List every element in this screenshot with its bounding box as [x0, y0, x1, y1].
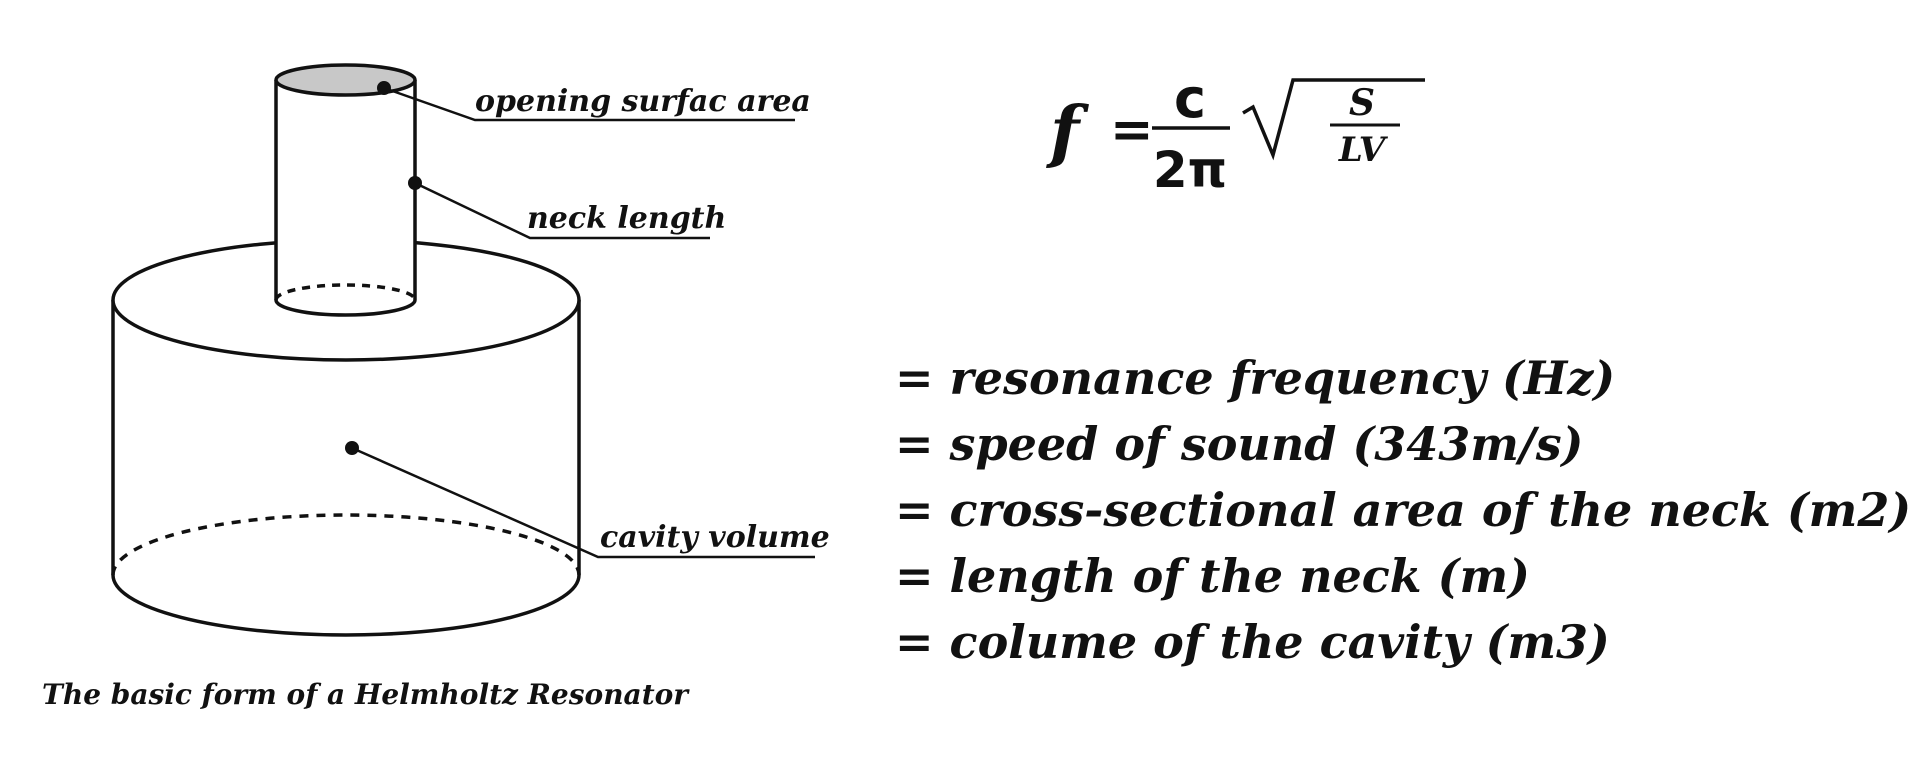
cavity-leader [351, 446, 815, 559]
variable-definitions: = resonance frequency (Hz) = speed of so… [895, 345, 1911, 675]
neck-body [276, 80, 415, 300]
leader-lines [351, 86, 815, 559]
opening-label: opening surfac area [475, 84, 811, 119]
definition-neck-length: = length of the neck (m) [895, 549, 1530, 603]
opening-leader [383, 86, 795, 122]
neck-cylinder [274, 63, 417, 317]
neck-base-back-edge [274, 283, 417, 301]
formula-equals: = [1110, 100, 1154, 160]
cavity-bottom-back-edge [111, 513, 581, 576]
opening-marker [377, 81, 391, 95]
helmholtz-resonator-diagram: opening surfac area neck length cavity v… [111, 63, 830, 637]
resonance-formula: f = c 2π S LV [1046, 67, 1425, 199]
formula-lhs: f [1046, 92, 1089, 172]
cavity-bottom-front-edge [111, 574, 581, 637]
root-numerator: S [1349, 82, 1375, 124]
definition-speed-of-sound: = speed of sound (343m/s) [895, 417, 1584, 471]
neck-marker [408, 176, 422, 190]
neck-leader [414, 181, 710, 240]
neck-base-front-edge [274, 299, 417, 317]
diagram-caption: The basic form of a Helmholtz Resonator [42, 678, 689, 711]
definition-cavity-volume: = colume of the cavity (m3) [895, 615, 1610, 669]
formula-denominator: 2π [1153, 141, 1227, 199]
definition-frequency: = resonance frequency (Hz) [895, 351, 1616, 405]
square-root-sign [1242, 78, 1425, 161]
formula-numerator: c [1174, 67, 1206, 130]
cavity-label: cavity volume [600, 520, 830, 555]
cavity-marker [345, 441, 359, 455]
definition-neck-area: = cross-sectional area of the neck (m2) [895, 483, 1912, 537]
neck-label: neck length [527, 201, 726, 236]
root-denominator: LV [1338, 130, 1389, 170]
